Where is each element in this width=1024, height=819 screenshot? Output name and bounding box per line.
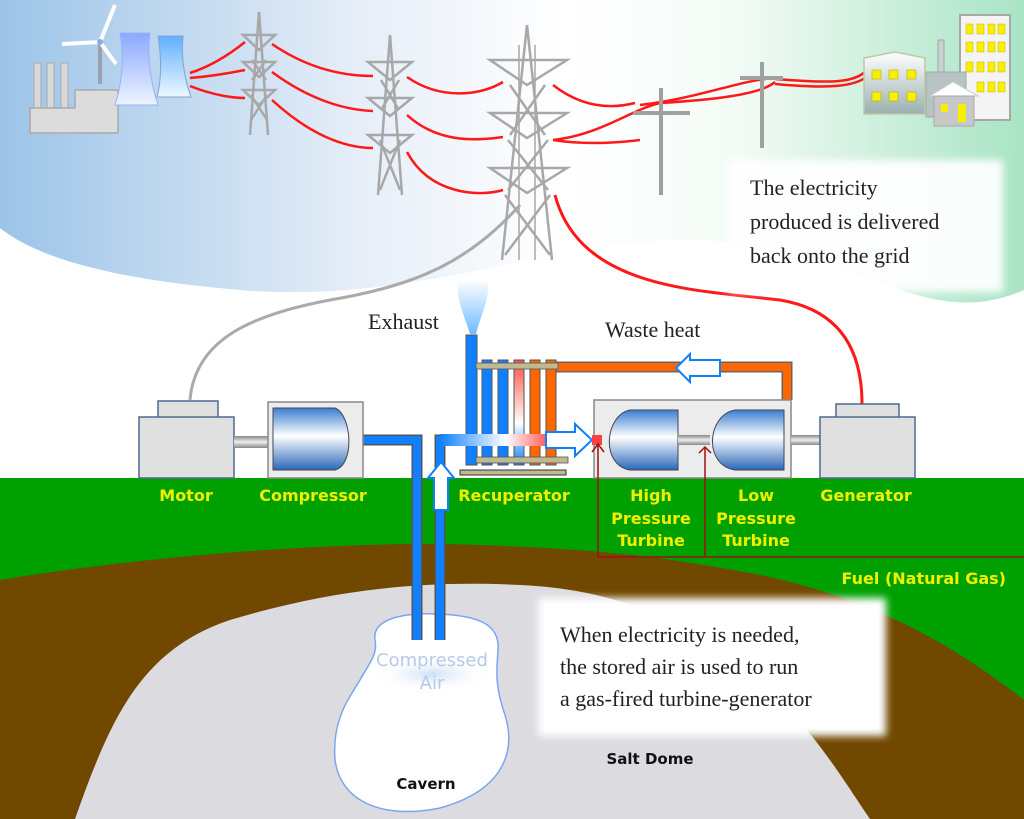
callout-needed-line-2: the stored air is used to run — [560, 654, 798, 679]
motor — [138, 400, 269, 479]
generator — [819, 403, 916, 479]
callout-grid-line-3: back onto the grid — [750, 243, 909, 268]
callout-needed-line-3: a gas-fired turbine-generator — [560, 686, 812, 711]
lp-turbine-label-2: Pressure — [716, 509, 796, 528]
air-up-arrow-icon — [425, 460, 457, 511]
wind-turbine-icon — [61, 4, 118, 84]
callout-grid-line-2: produced is delivered — [750, 209, 939, 234]
tower-2 — [364, 34, 416, 196]
transmission-tower-icon — [239, 11, 572, 261]
tower-1 — [239, 11, 279, 136]
callout-needed-line-1: When electricity is needed, — [560, 622, 799, 647]
component-labels: Motor Compressor Recuperator High Pressu… — [159, 486, 1006, 588]
callout-needed: When electricity is needed, the stored a… — [538, 598, 886, 736]
cavern-label: Cavern — [396, 775, 455, 793]
compressed-air-cloud — [370, 656, 494, 692]
turbine-housing — [592, 399, 823, 479]
exhaust-plume — [457, 280, 489, 334]
air-right-arrow-icon — [545, 421, 594, 459]
motor-label: Motor — [159, 486, 213, 505]
air-pipes — [352, 421, 594, 640]
motor-feed-line — [188, 203, 522, 401]
waste-heat-loop — [554, 351, 793, 400]
callout-grid-line-1: The electricity — [750, 175, 878, 200]
waste-heat-arrow-icon — [674, 351, 721, 385]
exhaust-label: Exhaust — [368, 309, 439, 334]
tower-3 — [485, 24, 572, 261]
cavern: Compressed Air Cavern Salt Dome — [333, 612, 694, 813]
lp-turbine-body — [712, 409, 785, 471]
compressed-air-label-1: Compressed — [376, 650, 488, 671]
utility-pole-icon — [633, 62, 783, 195]
hp-turbine-body — [608, 409, 679, 471]
hp-turbine-label-3: Turbine — [617, 531, 685, 550]
compressor — [267, 401, 364, 479]
callout-grid: The electricity produced is delivered ba… — [728, 160, 1003, 292]
fuel-lines — [591, 442, 1024, 558]
cooling-tower-icon — [114, 32, 192, 106]
lp-turbine-label-1: Low — [738, 486, 774, 505]
recuperator-label: Recuperator — [458, 486, 570, 505]
house-icon — [928, 81, 980, 127]
generator-label: Generator — [820, 486, 912, 505]
salt-dome-label: Salt Dome — [606, 750, 693, 768]
compressed-air-label-2: Air — [420, 673, 445, 694]
generator-grid-line — [553, 194, 864, 405]
fuel-label: Fuel (Natural Gas) — [842, 569, 1006, 588]
compressor-label: Compressor — [259, 486, 367, 505]
hp-turbine-label-2: Pressure — [611, 509, 691, 528]
recuperator — [459, 334, 569, 476]
waste-heat-label: Waste heat — [605, 317, 700, 342]
power-plant-icon — [29, 62, 119, 134]
hp-turbine-label-1: High — [630, 486, 672, 505]
lp-turbine-label-3: Turbine — [722, 531, 790, 550]
